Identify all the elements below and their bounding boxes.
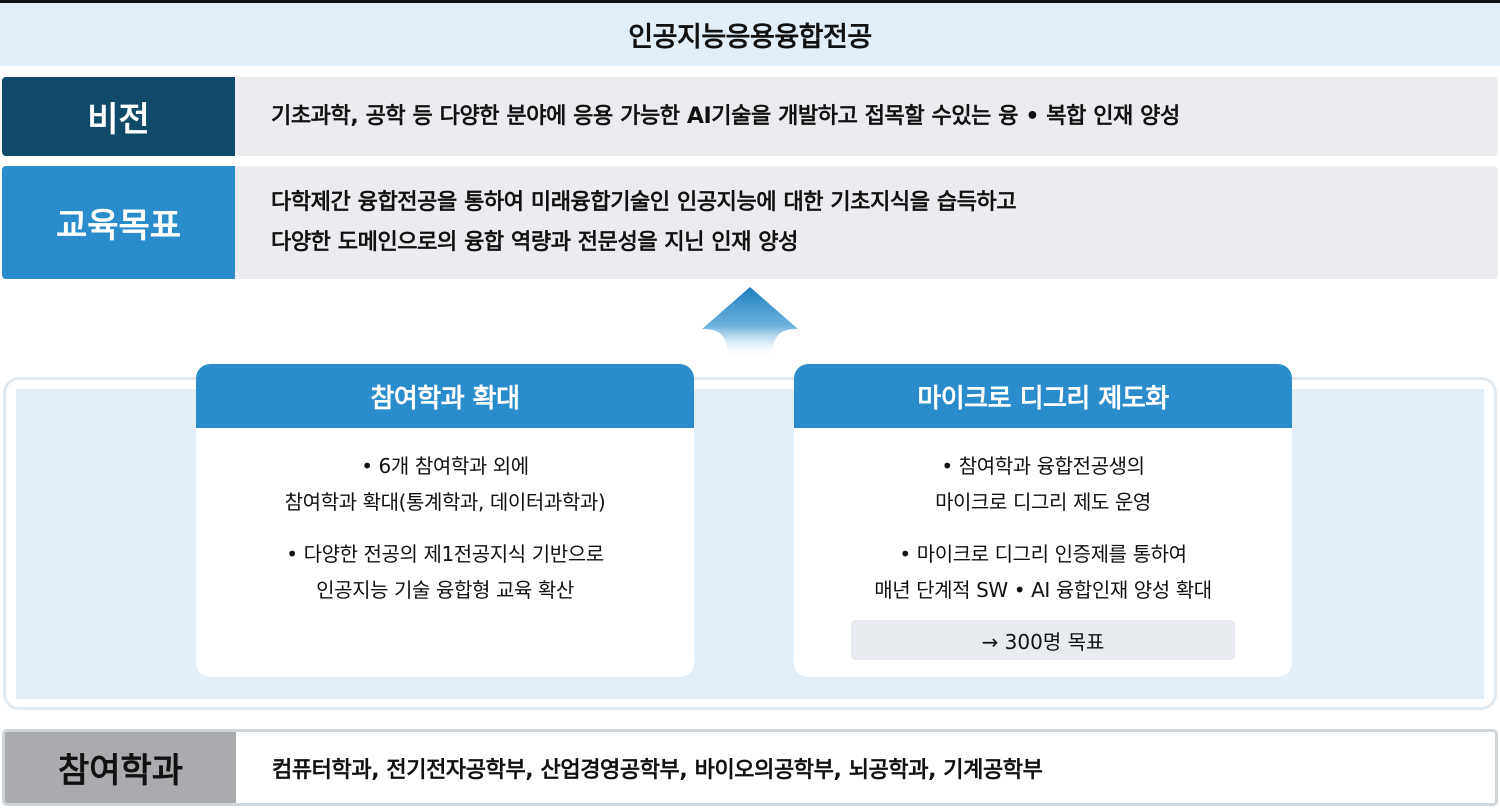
departments-row: 참여학과 컴퓨터학과, 전기전자공학부, 산업경영공학부, 바이오의공학부, 뇌… [2, 729, 1498, 806]
card-header: 참여학과 확대 [196, 364, 694, 428]
goal-text: 다학제간 융합전공을 통하여 미래융합기술인 인공지능에 대한 기초지식을 습득… [235, 166, 1498, 279]
bullet-line: 매년 단계적 SW • AI 융합인재 양성 확대 [874, 578, 1212, 602]
vision-text: 기초과학, 공학 등 다양한 분야에 응용 가능한 AI기술을 개발하고 접목할… [235, 77, 1498, 156]
card-expand-departments: 참여학과 확대 • 6개 참여학과 외에 참여학과 확대(통계학과, 데이터과학… [196, 364, 694, 677]
target-badge: → 300명 목표 [851, 620, 1235, 660]
bullet-line: 마이크로 디그리 제도 운영 [935, 490, 1151, 514]
bullet-item: • 마이크로 디그리 인증제를 통하여 매년 단계적 SW • AI 융합인재 … [794, 536, 1292, 608]
bullet-line: • 다양한 전공의 제1전공지식 기반으로 [286, 542, 604, 566]
up-arrow-icon [702, 287, 798, 359]
vision-label: 비전 [2, 77, 235, 156]
goal-row: 교육목표 다학제간 융합전공을 통하여 미래융합기술인 인공지능에 대한 기초지… [2, 166, 1498, 279]
goal-label: 교육목표 [2, 166, 235, 279]
goal-line-2: 다양한 도메인으로의 융합 역량과 전문성을 지닌 인재 양성 [271, 229, 798, 255]
card-micro-degree: 마이크로 디그리 제도화 • 참여학과 융합전공생의 마이크로 디그리 제도 운… [794, 364, 1292, 677]
goal-line-1: 다학제간 융합전공을 통하여 미래융합기술인 인공지능에 대한 기초지식을 습득… [271, 189, 1017, 215]
bullet-line: 인공지능 기술 융합형 교육 확산 [316, 578, 574, 602]
card-header: 마이크로 디그리 제도화 [794, 364, 1292, 428]
bullet-item: • 참여학과 융합전공생의 마이크로 디그리 제도 운영 [794, 448, 1292, 520]
bullet-line: 참여학과 확대(통계학과, 데이터과학과) [284, 490, 606, 514]
bullet-item: • 6개 참여학과 외에 참여학과 확대(통계학과, 데이터과학과) [196, 448, 694, 520]
vision-row: 비전 기초과학, 공학 등 다양한 분야에 응용 가능한 AI기술을 개발하고 … [2, 77, 1498, 156]
departments-label: 참여학과 [5, 732, 236, 803]
bullet-item: • 다양한 전공의 제1전공지식 기반으로 인공지능 기술 융합형 교육 확산 [196, 536, 694, 608]
bullet-line: • 마이크로 디그리 인증제를 통하여 [899, 542, 1187, 566]
departments-text: 컴퓨터학과, 전기전자공학부, 산업경영공학부, 바이오의공학부, 뇌공학과, … [272, 757, 1043, 783]
vision-text-line: 기초과학, 공학 등 다양한 분야에 응용 가능한 AI기술을 개발하고 접목할… [271, 103, 1180, 129]
bullet-line: • 참여학과 융합전공생의 [941, 454, 1145, 478]
bullet-line: • 6개 참여학과 외에 [361, 454, 529, 478]
page-title: 인공지능응용융합전공 [0, 0, 1500, 66]
